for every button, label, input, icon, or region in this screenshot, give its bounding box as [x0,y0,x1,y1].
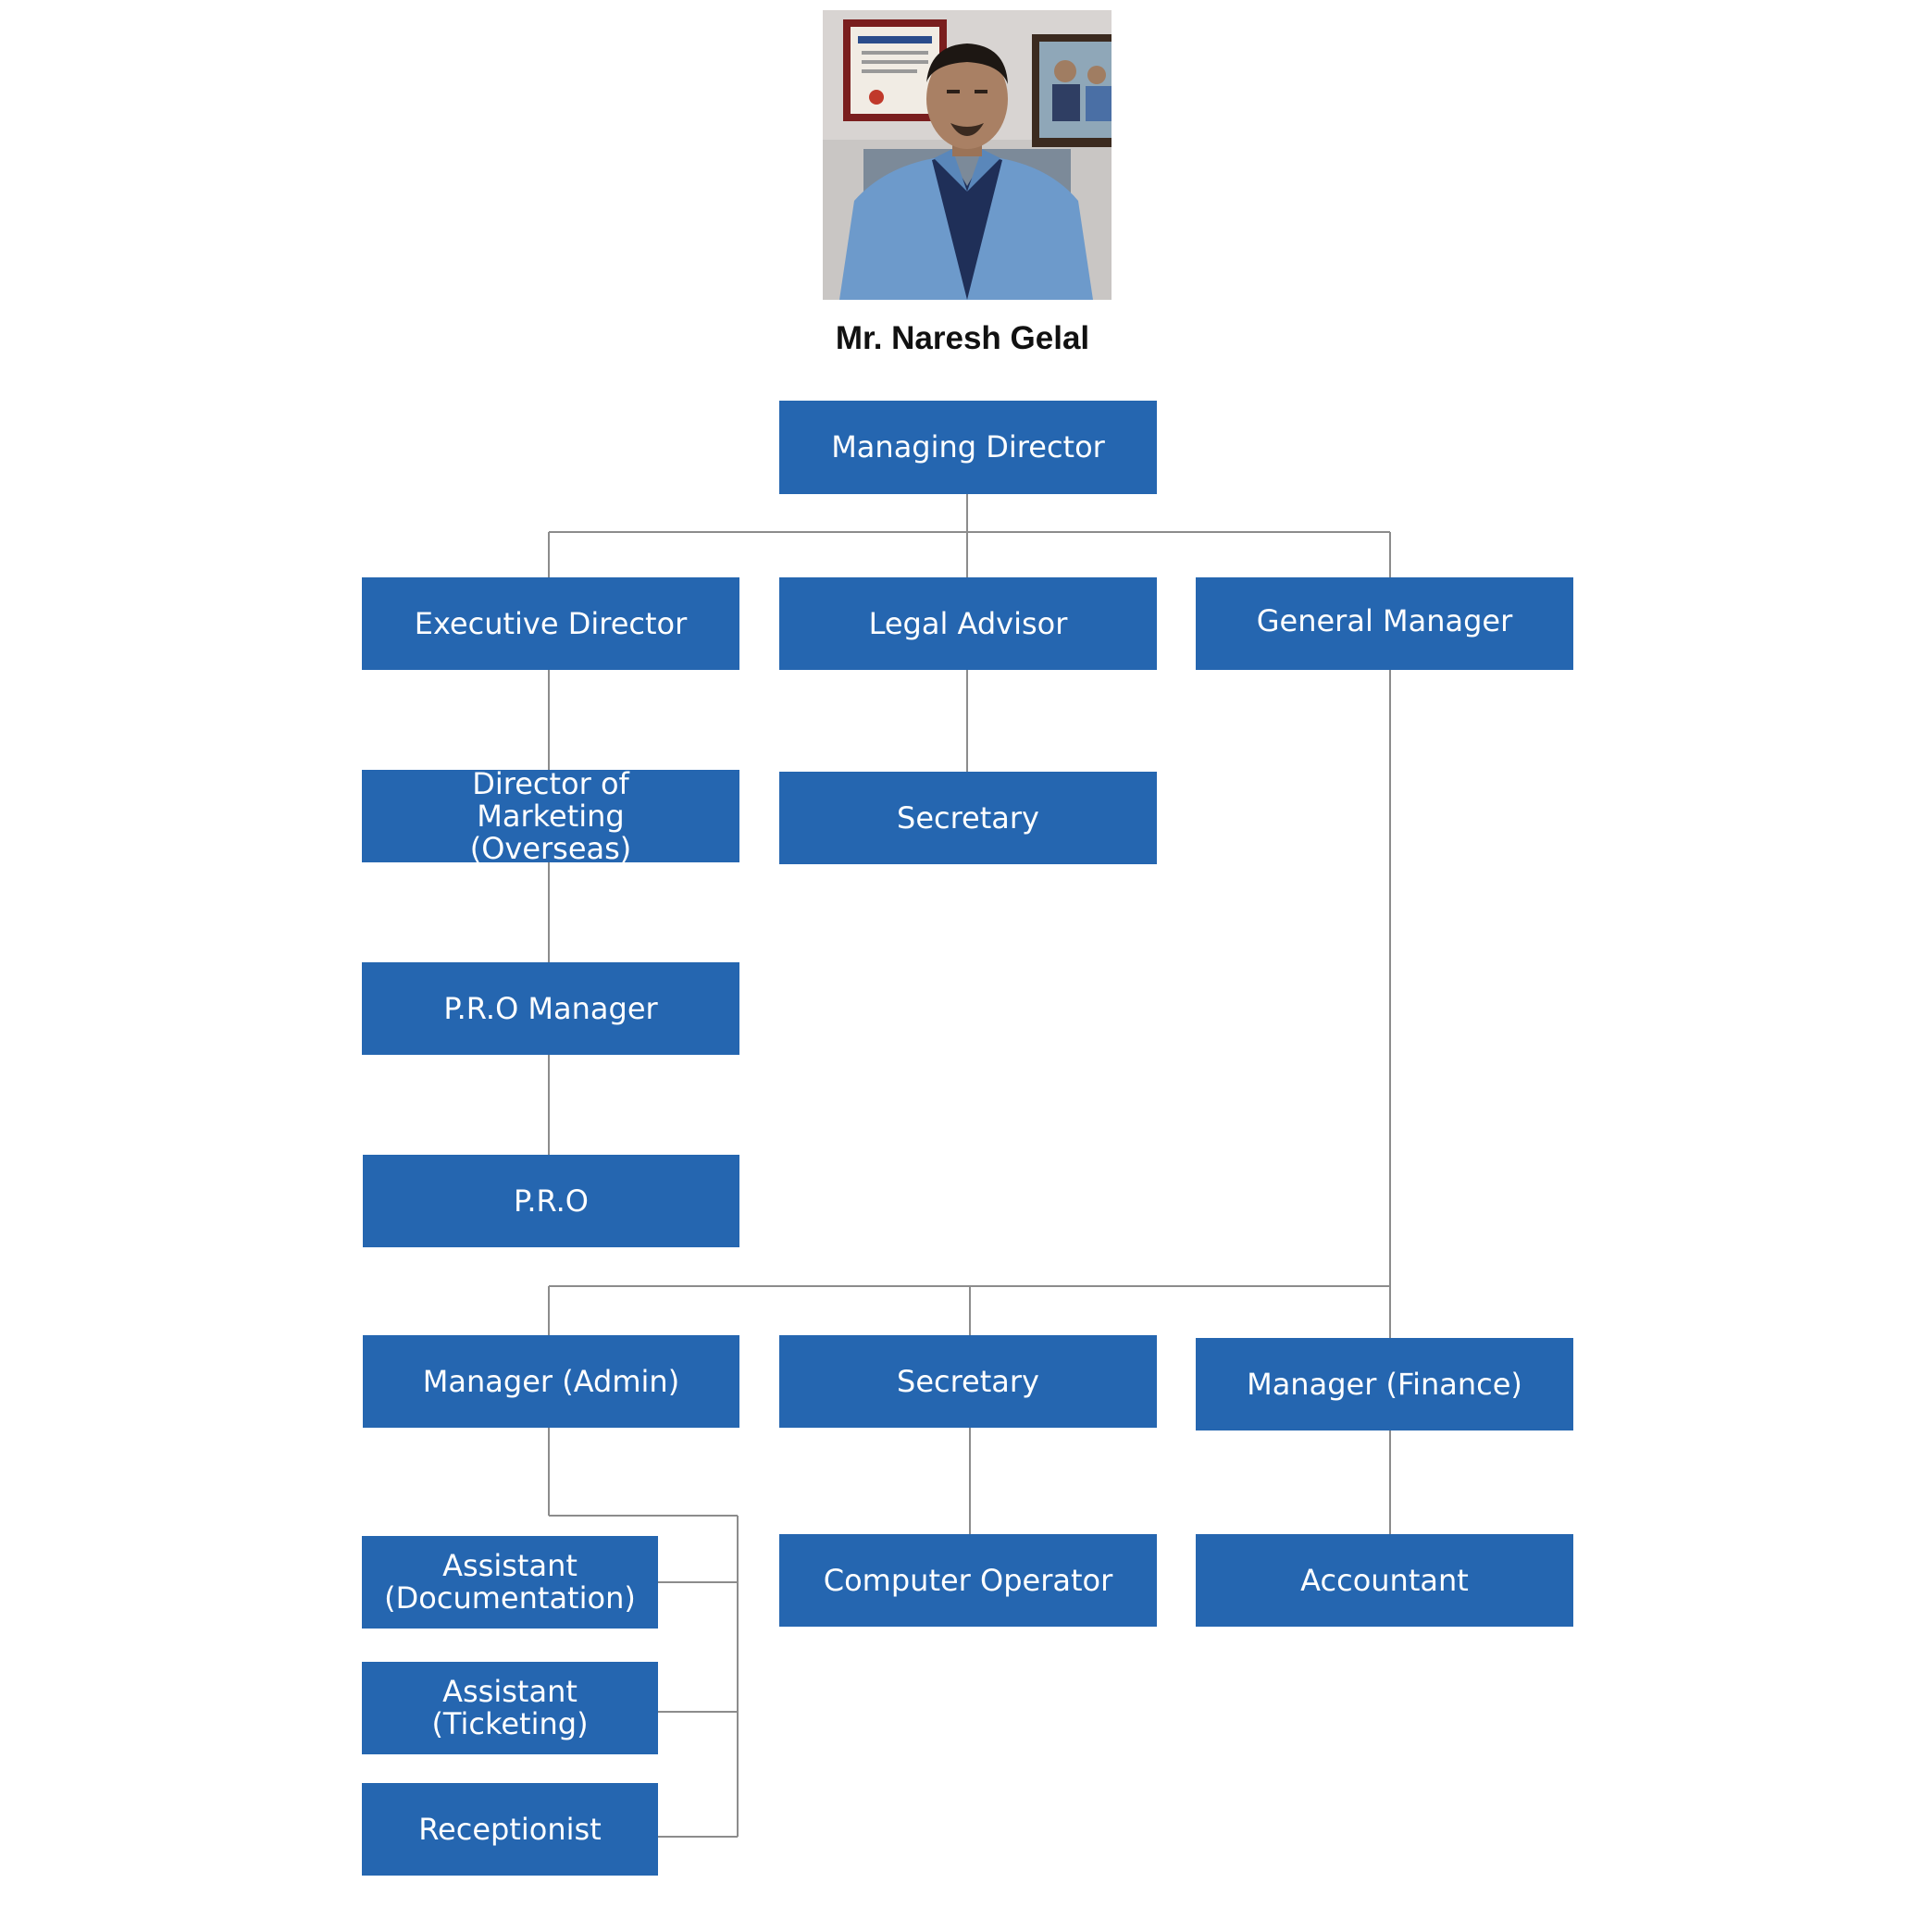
secretary-gm-box: Secretary [779,1335,1157,1428]
executive-director-label: Executive Director [414,605,688,641]
pro-box: P.R.O [363,1155,739,1247]
director-marketing-box: Director of Marketing (Overseas) [362,765,739,866]
manager-finance-label: Manager (Finance) [1247,1366,1522,1402]
pro-manager-label: P.R.O Manager [443,990,658,1026]
pro-label: P.R.O [514,1183,589,1219]
manager-admin-label: Manager (Admin) [422,1363,680,1399]
person-name: Mr. Naresh Gelal [835,320,1090,356]
receptionist-label: Receptionist [418,1811,602,1847]
pro-manager-box: P.R.O Manager [362,962,739,1055]
manager-admin-box: Manager (Admin) [363,1335,739,1428]
computer-operator-label: Computer Operator [823,1562,1113,1598]
general-manager-label: General Manager [1256,603,1513,638]
secretary-legal-label: Secretary [897,799,1039,836]
computer-operator-box: Computer Operator [779,1534,1157,1627]
executive-director-box: Executive Director [362,577,739,670]
legal-advisor-box: Legal Advisor [779,577,1157,670]
portrait-photo [823,10,1112,300]
receptionist-box: Receptionist [362,1783,658,1876]
assistant-documentation-box: Assistant (Documentation) [362,1536,658,1629]
assistant-ticketing-label: Assistant (Ticketing) [431,1674,589,1741]
secretary-gm-label: Secretary [897,1363,1039,1399]
managing-director-label: Managing Director [831,429,1105,464]
assistant-documentation-label: Assistant (Documentation) [384,1548,636,1616]
portrait-illustration [823,10,1112,300]
director-marketing-label: Director of Marketing (Overseas) [469,765,632,866]
accountant-box: Accountant [1196,1534,1573,1627]
secretary-legal-box: Secretary [779,772,1157,864]
assistant-ticketing-box: Assistant (Ticketing) [362,1662,658,1754]
general-manager-box: General Manager [1196,577,1573,670]
manager-finance-box: Manager (Finance) [1196,1338,1573,1430]
managing-director-box: Managing Director [779,401,1157,494]
accountant-label: Accountant [1300,1562,1469,1598]
legal-advisor-label: Legal Advisor [868,605,1068,641]
